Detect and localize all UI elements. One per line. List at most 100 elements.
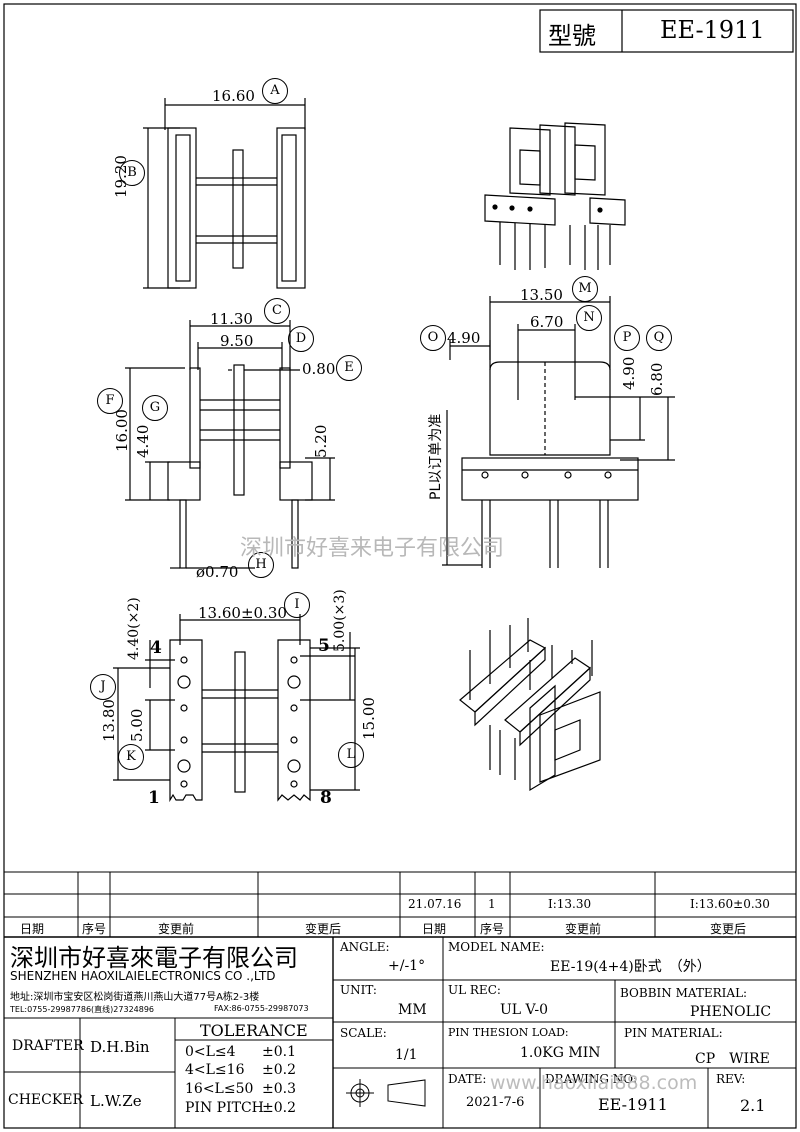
- dim-bot-h3: 13.80: [100, 699, 118, 742]
- tag-d: D: [288, 326, 314, 352]
- drafter-value: D.H.Bin: [90, 1038, 150, 1056]
- rev-header-before: 变更前: [158, 922, 195, 936]
- pin-load-label: PIN THESION LOAD:: [448, 1026, 569, 1039]
- dim-side-w2: 6.70: [530, 313, 564, 331]
- dim-bot-h1: 4.40(×2): [126, 597, 142, 660]
- dim-front-h3: 5.20: [312, 424, 330, 458]
- tag-e: E: [336, 355, 362, 381]
- drawing-label: DRAWING NO:: [545, 1072, 638, 1086]
- pin-label-5: 5: [318, 636, 330, 656]
- rev-header-after: 变更后: [305, 922, 342, 936]
- tag-i: I: [284, 592, 310, 618]
- tol-val-4: ±0.2: [262, 1100, 296, 1116]
- pin-label-1: 1: [148, 788, 160, 808]
- tol-range-1: 0<L≤4: [185, 1044, 236, 1060]
- dim-side-h1: 4.90: [620, 356, 638, 390]
- dim-pin-dia: ø0.70: [196, 563, 239, 581]
- tag-b: B: [119, 160, 145, 186]
- rev-header-date-2: 日期: [422, 922, 447, 936]
- bobbin-value: PHENOLIC: [690, 1004, 772, 1020]
- angle-value: +/-1°: [388, 958, 426, 974]
- tol-range-4: PIN PITCH: [185, 1100, 264, 1116]
- tag-a: A: [262, 78, 288, 104]
- title-block-grid: [4, 871, 796, 1128]
- side-note: PL以订单为准: [428, 413, 444, 500]
- ul-label: UL REC:: [448, 983, 501, 997]
- tag-n: N: [576, 305, 602, 331]
- front-view: [125, 320, 335, 569]
- tol-val-1: ±0.1: [262, 1044, 296, 1060]
- model-name-value: EE-19(4+4)卧式 （外）: [550, 959, 711, 975]
- tag-q: Q: [646, 325, 672, 351]
- top-view: [143, 98, 306, 289]
- rev-header-seq-2: 序号: [480, 922, 505, 936]
- date-label: DATE:: [448, 1072, 487, 1086]
- company-address: 地址:深圳市宝安区松岗街道燕川燕山大道77号A栋2-3楼: [10, 992, 260, 1003]
- pin-label-8: 8: [320, 788, 332, 808]
- tag-m: M: [572, 276, 598, 302]
- dim-front-w1: 11.30: [210, 310, 253, 328]
- pin-load-value: 1.0KG MIN: [520, 1045, 601, 1061]
- model-value: EE-1911: [660, 16, 765, 44]
- pin-mat-value: CP WIRE: [695, 1051, 770, 1067]
- tag-c: C: [264, 298, 290, 324]
- tag-o: O: [420, 325, 446, 351]
- dim-side-h2: 6.80: [648, 362, 666, 396]
- bottom-view: [113, 614, 360, 803]
- tag-k: K: [118, 744, 144, 770]
- model-name-label: MODEL NAME:: [448, 940, 545, 954]
- rev-after: I:13.60±0.30: [690, 897, 770, 911]
- tol-val-2: ±0.2: [262, 1062, 296, 1078]
- dim-front-h1: 16.00: [113, 409, 131, 452]
- rev-header-before-2: 变更前: [565, 922, 602, 936]
- tag-h: H: [248, 552, 274, 578]
- dim-front-h2: 4.40: [134, 424, 152, 458]
- ul-value: UL V-0: [500, 1002, 549, 1018]
- dim-bot-h5: 15.00: [360, 697, 378, 740]
- iso-view-upper: [484, 122, 626, 270]
- site-watermark: www.haoxilai888.com: [490, 1072, 698, 1094]
- tag-l: L: [338, 742, 364, 768]
- checker-value: L.W.Ze: [90, 1092, 142, 1110]
- dim-side-w3: 4.90: [447, 329, 481, 347]
- angle-label: ANGLE:: [340, 940, 390, 954]
- dim-front-w2: 9.50: [220, 332, 254, 350]
- iso-view-lower: [459, 618, 601, 792]
- company-name-en: SHENZHEN HAOXILAIELECTRONICS CO .,LTD: [10, 969, 276, 983]
- scale-label: SCALE:: [340, 1026, 387, 1040]
- tag-j: J: [90, 674, 116, 700]
- dim-top-height: 19.20: [112, 155, 130, 198]
- watermark: 深圳市好喜来电子有限公司: [240, 536, 505, 561]
- tag-g: G: [142, 395, 168, 421]
- rev-seq: 1: [488, 897, 496, 911]
- dim-bot-h4: 5.00: [128, 708, 146, 742]
- side-view: [442, 296, 675, 568]
- unit-value: MM: [398, 1002, 427, 1018]
- model-label: 型號: [548, 22, 596, 50]
- tag-f: F: [97, 388, 123, 414]
- dim-side-w1: 13.50: [520, 286, 563, 304]
- company-fax: FAX:86-0755-29987073: [214, 1004, 309, 1013]
- tag-p: P: [614, 325, 640, 351]
- unit-label: UNIT:: [340, 983, 377, 997]
- tol-range-2: 4<L≤16: [185, 1062, 245, 1078]
- dim-top-width: 16.60: [212, 87, 255, 105]
- rev-value: 2.1: [740, 1096, 766, 1115]
- rev-label: REV:: [716, 1072, 746, 1086]
- date-value: 2021-7-6: [466, 1095, 525, 1110]
- dim-front-thk: 0.80: [302, 360, 336, 378]
- drawing-value: EE-1911: [598, 1095, 668, 1114]
- rev-header-seq: 序号: [82, 922, 107, 936]
- tol-val-3: ±0.3: [262, 1081, 296, 1097]
- pin-mat-label: PIN MATERIAL:: [624, 1026, 723, 1040]
- tol-range-3: 16<L≤50: [185, 1081, 254, 1097]
- pin-label-4: 4: [150, 638, 162, 658]
- rev-date: 21.07.16: [408, 897, 462, 911]
- checker-label: CHECKER: [8, 1092, 84, 1108]
- rev-header-after-2: 变更后: [710, 922, 747, 936]
- company-tel: TEL:0755-29987786(直线)27324896: [10, 1005, 155, 1014]
- rev-before: I:13.30: [548, 897, 592, 911]
- scale-value: 1/1: [395, 1047, 418, 1063]
- drafter-label: DRAFTER: [12, 1038, 84, 1054]
